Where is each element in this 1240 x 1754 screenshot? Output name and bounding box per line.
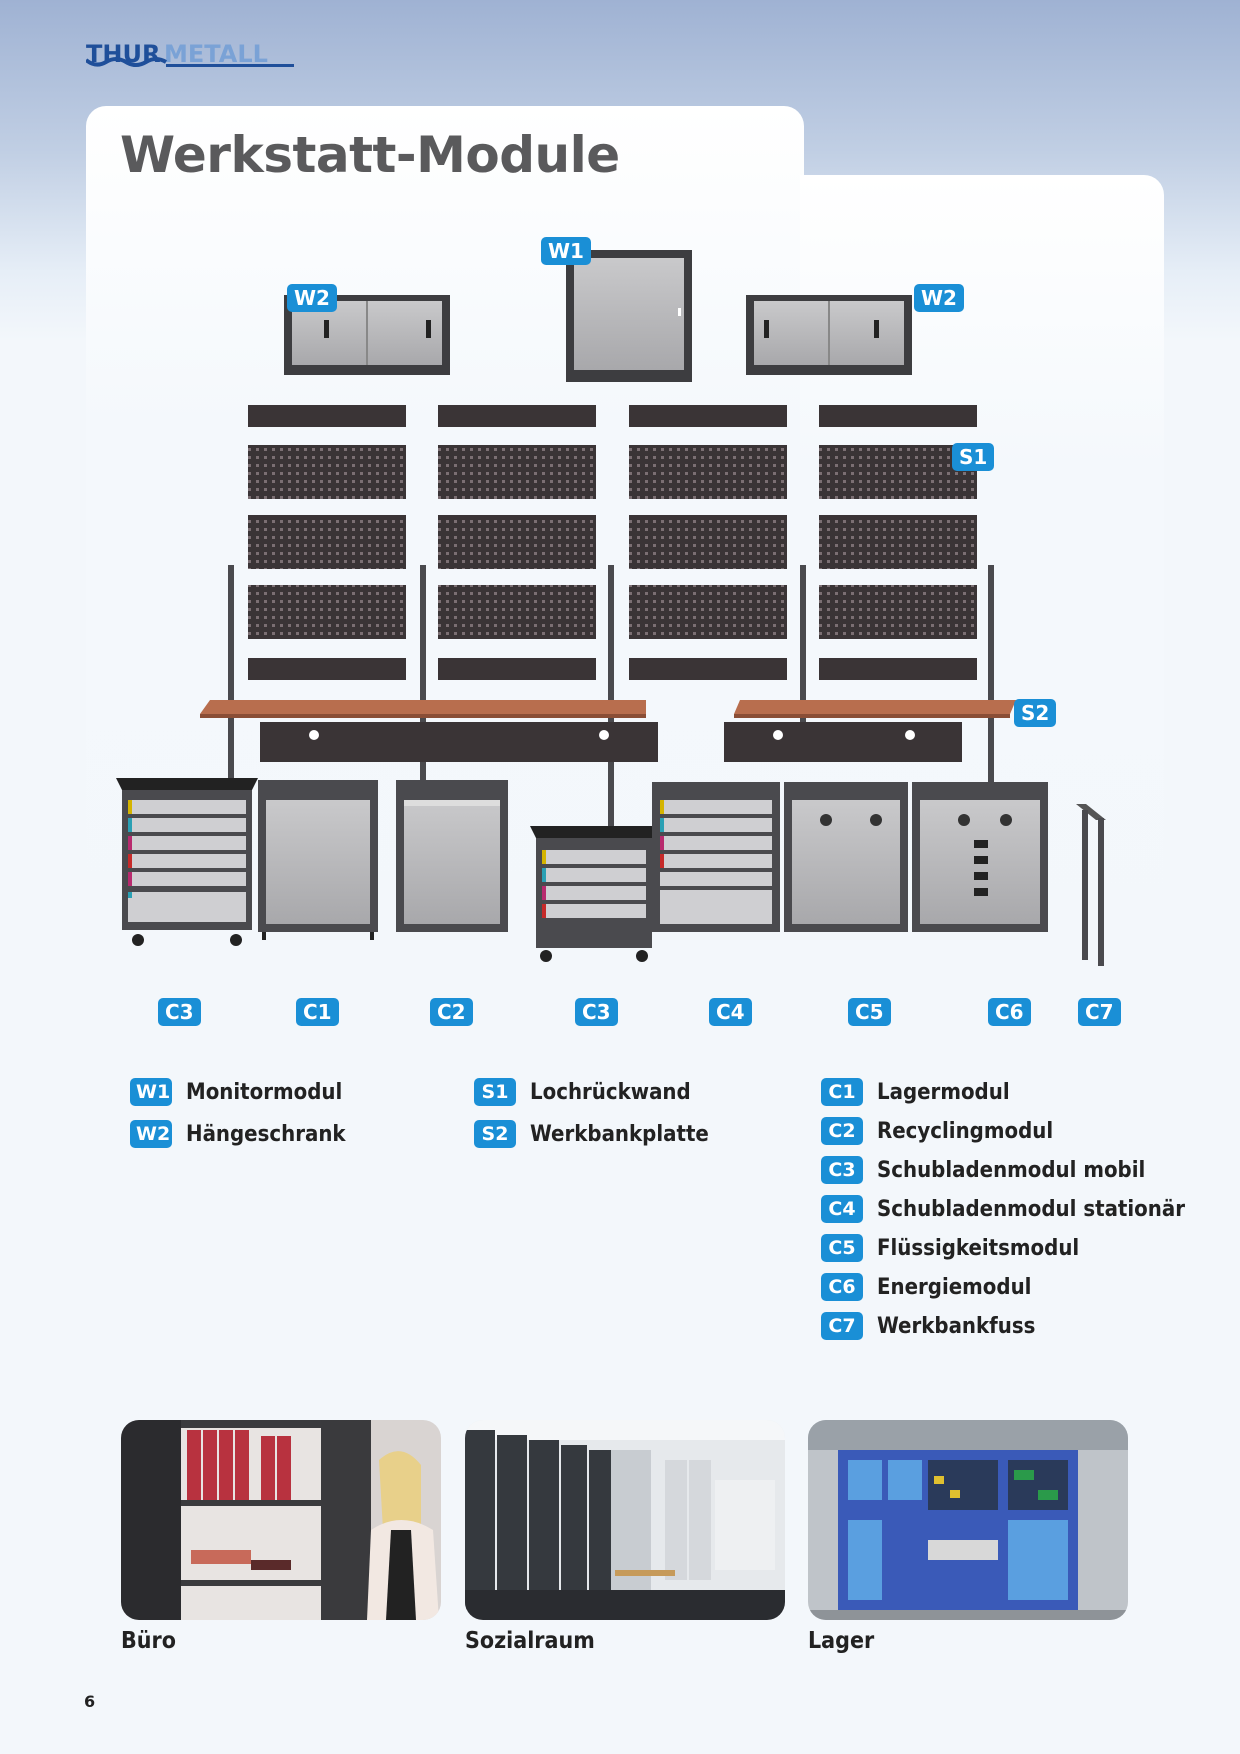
legend-label: Werkbankplatte [530, 1121, 709, 1147]
legend-label: Recyclingmodul [877, 1118, 1054, 1144]
badge-w1: W1 [541, 237, 591, 265]
legend-code: C4 [821, 1195, 863, 1223]
legend-code: S2 [474, 1120, 516, 1148]
caption-lager: Lager [808, 1628, 875, 1654]
cabinet-c2 [396, 780, 508, 932]
legend-label: Lagermodul [877, 1079, 1010, 1105]
legend-label: Schubladenmodul stationär [877, 1196, 1185, 1222]
badge-s2: S2 [1014, 699, 1057, 727]
legend-item-c1: C1 Lagermodul [821, 1078, 1010, 1106]
badge-w2-right: W2 [914, 284, 964, 312]
workshop-module-illustration [86, 230, 1164, 1030]
legend-code: C3 [821, 1156, 863, 1184]
legend-item-w1: W1 Monitormodul [130, 1078, 342, 1106]
caption-sozialraum: Sozialraum [465, 1628, 595, 1654]
perforated-back-wall [248, 405, 977, 680]
workbench-foot-c7 [1076, 804, 1106, 966]
legend-item-c3: C3 Schubladenmodul mobil [821, 1156, 1145, 1184]
cabinet-c3-mobile-left [116, 778, 258, 946]
legend-item-c2: C2 Recyclingmodul [821, 1117, 1053, 1145]
cabinet-c3-mobile-center [530, 826, 658, 962]
cabinet-c1 [258, 780, 378, 940]
legend-item-s2: S2 Werkbankplatte [474, 1120, 709, 1148]
legend-label: Hängeschrank [186, 1121, 346, 1147]
badge-c6: C6 [988, 998, 1031, 1026]
badge-c1: C1 [296, 998, 339, 1026]
legend-item-c6: C6 Energiemodul [821, 1273, 1031, 1301]
badge-c5: C5 [848, 998, 891, 1026]
photo-lager [808, 1420, 1128, 1620]
badge-c3-center: C3 [575, 998, 618, 1026]
legend-label: Schubladenmodul mobil [877, 1157, 1146, 1183]
cabinet-c5 [784, 782, 908, 932]
legend-label: Lochrückwand [530, 1079, 691, 1105]
thurmetall-logo: THUR METALL [84, 38, 306, 76]
badge-c4: C4 [709, 998, 752, 1026]
badge-c7: C7 [1078, 998, 1121, 1026]
badge-w2-left: W2 [287, 284, 337, 312]
legend-code: C1 [821, 1078, 863, 1106]
legend-code: C5 [821, 1234, 863, 1262]
cabinet-c6 [912, 782, 1048, 932]
legend-code: C6 [821, 1273, 863, 1301]
page-number: 6 [84, 1692, 96, 1711]
legend-label: Monitormodul [186, 1079, 343, 1105]
legend-item-c5: C5 Flüssigkeitsmodul [821, 1234, 1079, 1262]
monitor-cabinet [566, 250, 692, 382]
legend-code: S1 [474, 1078, 516, 1106]
legend-code: C2 [821, 1117, 863, 1145]
legend-code: W1 [130, 1078, 172, 1106]
legend-label: Flüssigkeitsmodul [877, 1235, 1080, 1261]
legend-item-c4: C4 Schubladenmodul stationär [821, 1195, 1185, 1223]
badge-c3-left: C3 [158, 998, 201, 1026]
photo-sozialraum [465, 1420, 785, 1620]
legend-label: Werkbankfuss [877, 1313, 1036, 1339]
legend-label: Energiemodul [877, 1274, 1032, 1300]
workbench-top [200, 700, 1016, 718]
wall-cabinet-right [746, 295, 912, 375]
badge-s1: S1 [952, 443, 995, 471]
logo-text-metall: METALL [164, 40, 268, 68]
legend-item-c7: C7 Werkbankfuss [821, 1312, 1035, 1340]
photo-buero [121, 1420, 441, 1620]
cabinet-c4 [652, 782, 780, 932]
badge-c2: C2 [430, 998, 473, 1026]
wall-cabinet-left [284, 295, 450, 375]
legend-item-s1: S1 Lochrückwand [474, 1078, 691, 1106]
legend-code: C7 [821, 1312, 863, 1340]
page-title: Werkstatt-Module [120, 126, 620, 184]
caption-buero: Büro [121, 1628, 176, 1654]
legend-item-w2: W2 Hängeschrank [130, 1120, 346, 1148]
legend-code: W2 [130, 1120, 172, 1148]
